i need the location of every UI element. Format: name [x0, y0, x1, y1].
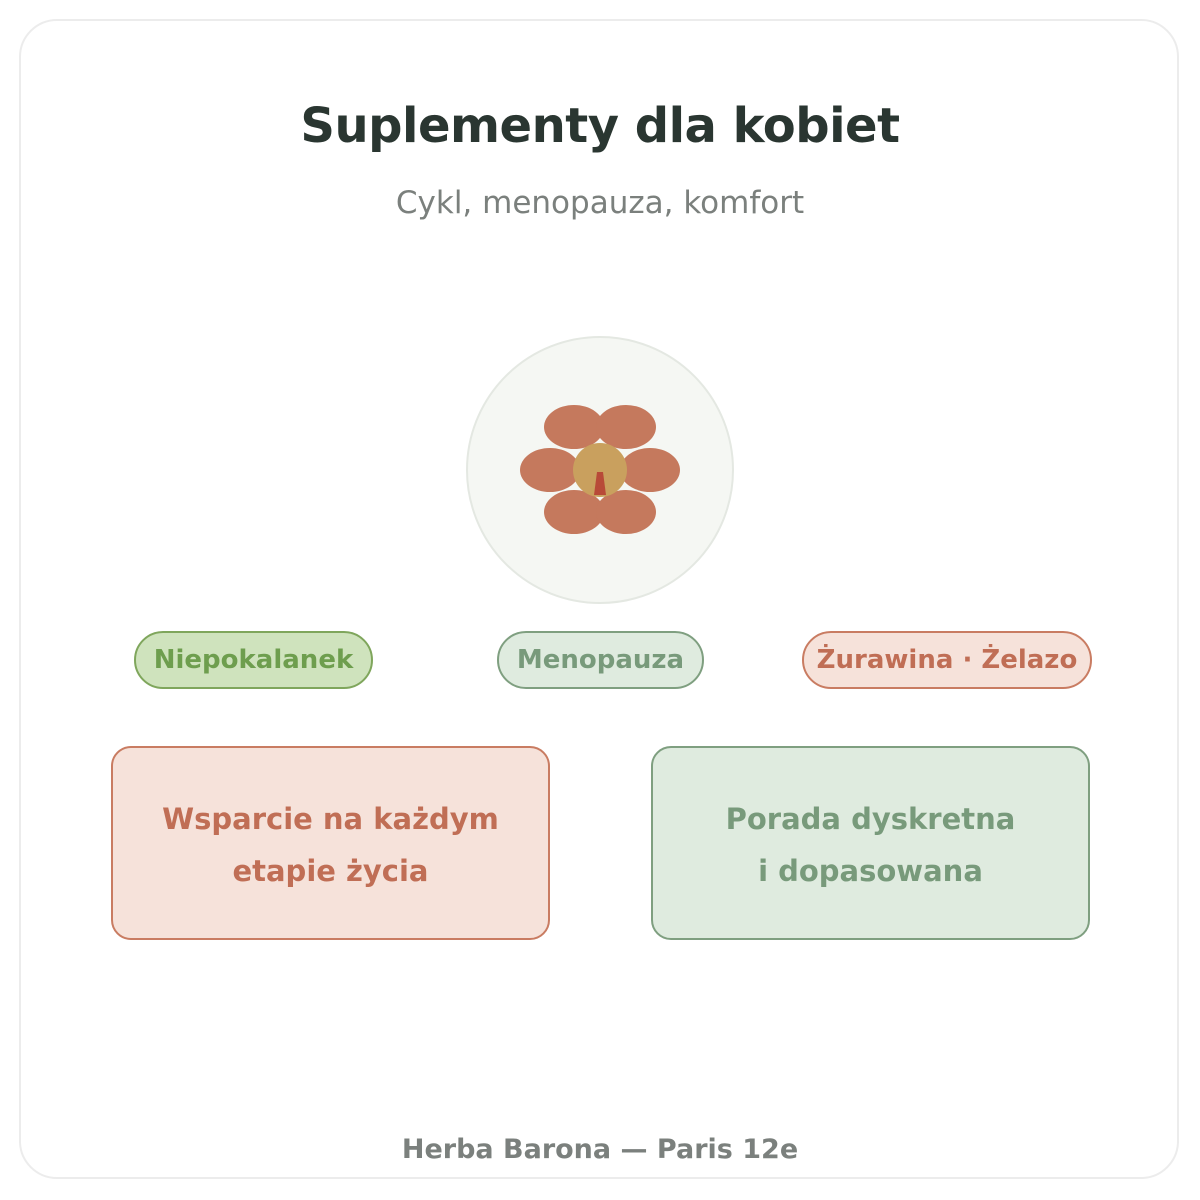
support-card-line: Wsparcie na każdym: [162, 802, 499, 836]
flower-petal: [544, 490, 604, 534]
tag-menopauza: Menopauza: [497, 631, 704, 689]
flower-petal: [544, 405, 604, 449]
page-subtitle: Cykl, menopauza, komfort: [395, 185, 805, 221]
flower-icon: [466, 336, 734, 604]
tag-zurawina-zelazo: Żurawina · Żelazo: [802, 631, 1092, 689]
advice-card: Porada dyskretna i dopasowana: [651, 746, 1090, 940]
flower-petal: [620, 448, 680, 492]
flower-petal: [520, 448, 580, 492]
footer-text: Herba Barona — Paris 12e: [401, 1134, 799, 1165]
support-card-line: etapie życia: [232, 854, 429, 888]
page-title: Suplementy dla kobiet: [300, 98, 900, 154]
flower-petal: [596, 490, 656, 534]
tag-niepokalanek: Niepokalanek: [134, 631, 373, 689]
flower-center: [573, 443, 627, 497]
advice-card-line: i dopasowana: [758, 854, 983, 888]
support-card: Wsparcie na każdym etapie życia: [111, 746, 550, 940]
flower-pistil: [594, 472, 606, 495]
advice-card-line: Porada dyskretna: [725, 802, 1016, 836]
flower-petal: [596, 405, 656, 449]
